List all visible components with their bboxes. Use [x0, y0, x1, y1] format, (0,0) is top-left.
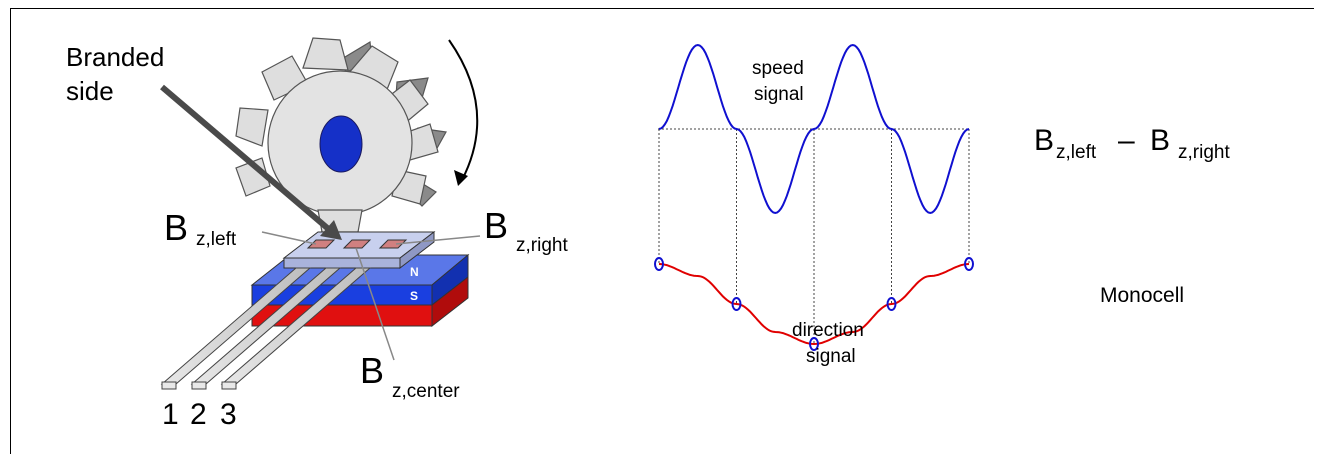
- b-center-sub: z,center: [392, 381, 460, 402]
- direction-signal-label-line1: direction: [792, 320, 864, 341]
- b-right-leader: [395, 235, 481, 245]
- formula-b2: B: [1150, 124, 1170, 157]
- formula-operator: –: [1118, 124, 1135, 157]
- monocell-label: Monocell: [1100, 284, 1184, 307]
- direction-sample-marker: [654, 257, 664, 271]
- direction-signal-wave: [658, 263, 970, 346]
- direction-markers: [654, 257, 974, 351]
- vertical-guides: [658, 129, 970, 344]
- direction-sample-marker: [964, 257, 974, 271]
- b-right-main: B: [484, 205, 508, 246]
- branded-side-arrowhead: [320, 220, 342, 240]
- pin-label-2: 2: [190, 398, 207, 431]
- formula-sub2: z,right: [1178, 142, 1230, 163]
- direction-sample-marker: [809, 337, 819, 351]
- speed-signal-label-line1: speed: [752, 58, 804, 79]
- branded-side-arrow: [160, 84, 334, 235]
- gear-icon: [235, 37, 447, 233]
- direction-sample-marker: [886, 297, 897, 311]
- branded-side-label-line1: Branded: [66, 42, 164, 72]
- speed-signal-label-line2: signal: [754, 84, 804, 105]
- branded-side-label-line2: side: [66, 76, 114, 106]
- formula-sub1: z,left: [1056, 142, 1097, 163]
- b-right-sub: z,right: [516, 235, 568, 256]
- b-left-sub: z,left: [196, 229, 237, 250]
- sensor-chip: [282, 230, 436, 270]
- magnet-north-label: N: [410, 265, 419, 279]
- formula-b1: B: [1034, 124, 1054, 157]
- b-center-main: B: [360, 350, 384, 391]
- rotation-arrow: [448, 39, 479, 186]
- signal-chart: [654, 43, 974, 351]
- sensor-pins: [160, 267, 372, 390]
- b-left-main: B: [164, 207, 188, 248]
- magnet-south-label: S: [410, 289, 418, 303]
- speed-signal-wave: [658, 43, 970, 215]
- b-left-leader: [261, 231, 317, 245]
- direction-signal-label-line2: signal: [806, 346, 856, 367]
- b-center-leader: [355, 247, 395, 361]
- direction-sample-marker: [731, 297, 742, 311]
- figure-frame: [10, 8, 1314, 454]
- pin-label-3: 3: [220, 398, 237, 431]
- hall-element-right: [378, 239, 408, 249]
- pin-label-1: 1: [162, 398, 179, 431]
